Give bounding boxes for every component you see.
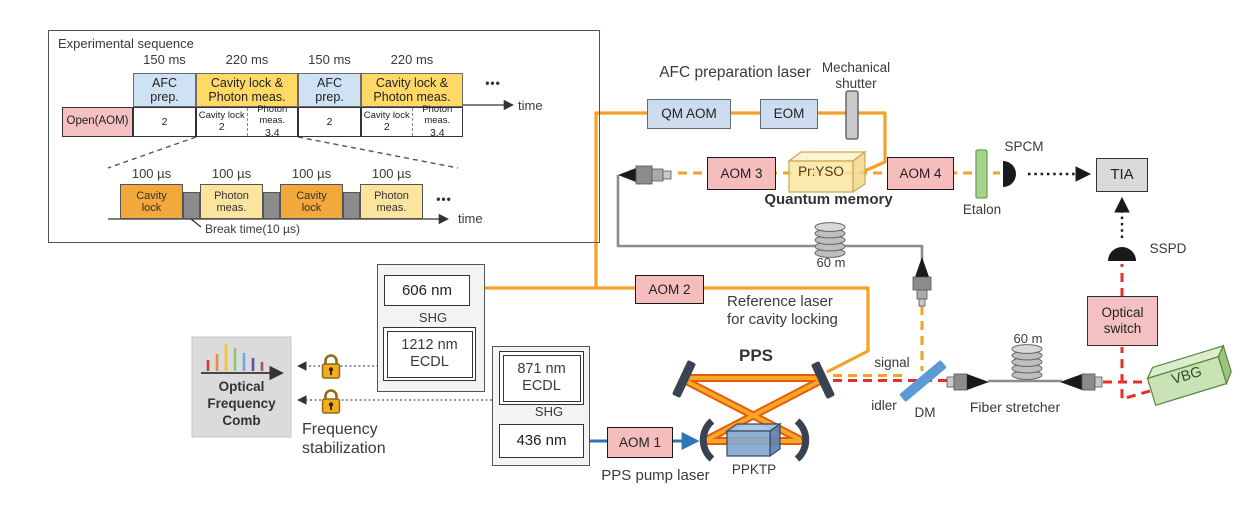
- pryso-crystal: [787, 150, 867, 194]
- signal-label: signal: [874, 355, 910, 370]
- fiber-60m-label: 60 m: [816, 255, 846, 270]
- duration-label: 150 ms: [143, 52, 186, 67]
- vbg-crystal: [1146, 344, 1232, 406]
- etalon-label: Etalon: [962, 202, 1002, 217]
- comb-spectrum-icon: [201, 344, 284, 381]
- quantum-memory-label: Quantum memory: [764, 191, 893, 208]
- afc-prep-laser-label: AFC preparation laser: [659, 64, 811, 81]
- slot-duration: 100 µs: [291, 166, 332, 181]
- sequence-frame: [48, 30, 600, 243]
- pps-pump-laser-label: PPS pump laser: [601, 467, 710, 484]
- fiber-spool-icon: [814, 222, 846, 258]
- optical-frequency-comb-label: Optical Frequency Comb: [207, 379, 276, 428]
- sequence-expansion-lines: [107, 136, 459, 169]
- subcell-photon-meas: Photon meas. 3,4: [422, 103, 453, 140]
- shg-label: SHG: [418, 310, 448, 325]
- break-block: [263, 192, 280, 219]
- lock-dotted-lines: [297, 361, 492, 405]
- padlock-icon: [321, 389, 341, 414]
- slot-duration: 100 µs: [131, 166, 172, 181]
- cavity-lock-block: Cavity lock: [280, 184, 343, 219]
- dichroic-mirror: [899, 360, 947, 402]
- aom4-box: AOM 4: [887, 157, 954, 190]
- fiber-coupler-icon: [1060, 373, 1103, 391]
- aom3-box: AOM 3: [707, 157, 776, 190]
- 606nm-box: 606 nm: [384, 275, 470, 306]
- pps-label: PPS: [738, 346, 774, 365]
- cavity-lock-block: Cavity lock: [120, 184, 183, 219]
- aom-channel-cell: 2: [133, 107, 196, 137]
- aom2-box: AOM 2: [635, 275, 704, 304]
- fiber-coupler-icon: [618, 165, 672, 185]
- optical-switch-box: Optical switch: [1087, 296, 1158, 346]
- padlock-icon: [321, 354, 341, 379]
- pps-flat-mirror: [811, 361, 835, 399]
- spcm-label: SPCM: [1004, 139, 1044, 154]
- etalon-plate: [975, 149, 988, 199]
- phase-cell-cavity: Cavity lock & Photon meas.: [361, 73, 463, 107]
- subcell-photon-meas: Photon meas. 3,4: [257, 103, 288, 140]
- time-axes: [108, 99, 515, 228]
- ppktp-label: PPKTP: [731, 462, 777, 477]
- sequence-title: Experimental sequence: [58, 36, 194, 51]
- sspd-label: SSPD: [1149, 241, 1187, 256]
- break-block: [183, 192, 200, 219]
- eom-box: EOM: [760, 99, 818, 129]
- shg-label: SHG: [534, 404, 564, 419]
- duration-label: 220 ms: [225, 52, 269, 67]
- aom-channel-cell: Cavity lock 2 Photon meas. 3,4: [196, 103, 298, 140]
- aom-channel-cell: Cavity lock 2 Photon meas. 3,4: [361, 103, 463, 140]
- fiber-spool-icon: [1011, 344, 1043, 380]
- mechanical-shutter-bar: [845, 90, 859, 140]
- slot-duration: 100 µs: [371, 166, 412, 181]
- slot-duration: 100 µs: [211, 166, 252, 181]
- sspd-detector-icon: [1108, 247, 1136, 261]
- subcell-cavity-lock: Cavity lock 2: [197, 108, 248, 136]
- phase-cell-cavity: Cavity lock & Photon meas.: [196, 73, 298, 107]
- qm-aom-box: QM AOM: [647, 99, 731, 129]
- time-axis-label: time: [458, 211, 483, 226]
- fiber-lines: [616, 175, 1062, 383]
- subcell-cavity-lock: Cavity lock 2: [362, 108, 413, 136]
- fiber-coupler-icon: [946, 373, 989, 391]
- dotted-signal-paths: [1028, 166, 1130, 238]
- pps-curved-mirror: [794, 418, 810, 462]
- open-aom-cell: Open(AOM): [62, 107, 133, 137]
- sequence-ellipsis: •••: [485, 76, 501, 90]
- zoom-row-ellipsis: •••: [436, 192, 452, 206]
- idler-label: idler: [871, 398, 897, 413]
- ppktp-crystal: [725, 422, 782, 458]
- time-axis-label: time: [518, 98, 543, 113]
- photon-meas-block: Photon meas.: [360, 184, 423, 219]
- aom1-box: AOM 1: [607, 427, 673, 458]
- reference-laser-label: Reference laser for cavity locking: [727, 293, 838, 328]
- phase-cell-afc: AFC prep.: [298, 73, 361, 107]
- break-block: [343, 192, 360, 219]
- duration-label: 150 ms: [308, 52, 351, 67]
- fiber-60m-label: 60 m: [1013, 331, 1043, 346]
- comb-box: [191, 336, 292, 438]
- ecdl-871-box: 871 nm ECDL: [499, 351, 584, 405]
- dm-label: DM: [914, 405, 936, 420]
- pps-curved-mirror: [699, 418, 715, 462]
- break-time-label: Break time(10 µs): [205, 222, 300, 236]
- duration-label: 220 ms: [390, 52, 434, 67]
- aom-channel-cell: 2: [298, 107, 361, 137]
- tia-box: TIA: [1096, 158, 1148, 192]
- pryso-label: Pr:YSO: [798, 164, 844, 179]
- fiber-stretcher-label: Fiber stretcher: [969, 399, 1061, 415]
- photon-meas-block: Photon meas.: [200, 184, 263, 219]
- frequency-stabilization-label: Frequency stabilization: [302, 421, 386, 458]
- pps-flat-mirror: [672, 360, 696, 398]
- phase-cell-afc: AFC prep.: [133, 73, 196, 107]
- 436nm-box: 436 nm: [499, 424, 584, 458]
- spcm-detector-icon: [1003, 161, 1016, 187]
- fiber-coupler-icon: [912, 257, 932, 307]
- mechanical-shutter-label: Mechanical shutter: [821, 60, 891, 91]
- ecdl-1212-box: 1212 nm ECDL: [383, 327, 476, 381]
